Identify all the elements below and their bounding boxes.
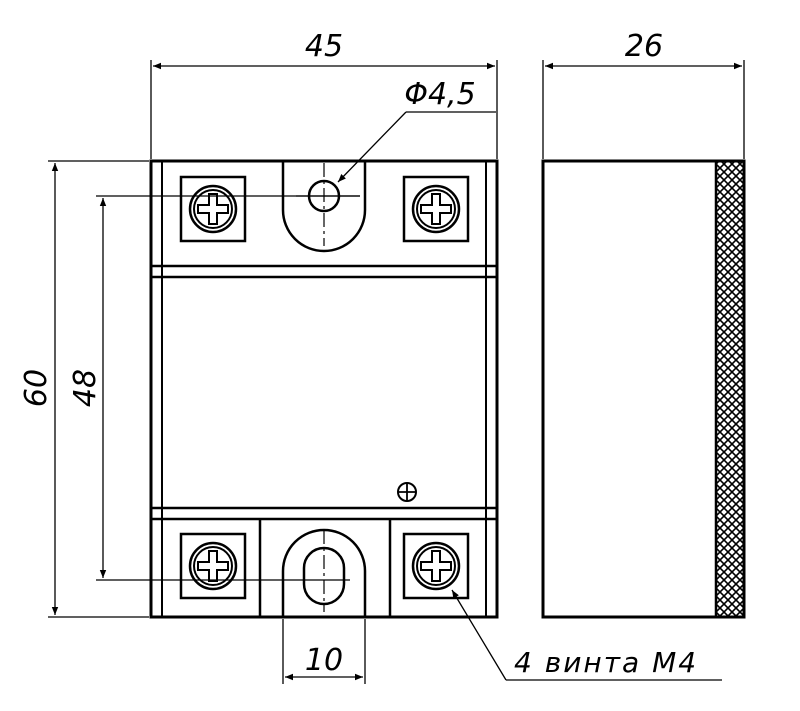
dim-width-label: 45 [305, 29, 343, 64]
dim-slot-label: 10 [305, 643, 343, 678]
screw-bottom-right [402, 532, 470, 600]
side-body-outline [541, 159, 746, 619]
screws-leader-arrow [451, 589, 507, 681]
dim-hole-diameter-label: Φ4,5 [404, 77, 475, 112]
screw-bottom-left [179, 532, 247, 600]
hole-leader-arrow [337, 111, 407, 183]
top-mounting-tab [281, 161, 367, 253]
dim-depth-label: 26 [625, 29, 663, 64]
dim-height-label: 60 [19, 369, 54, 407]
heatsink-plate [714, 159, 746, 619]
screw-top-right [402, 175, 470, 243]
center-lines [296, 163, 360, 612]
dim-spacing-label: 48 [68, 369, 103, 407]
dimension-lines [48, 60, 745, 684]
screws-callout-label: 4 винта М4 [514, 646, 698, 679]
screw-top-left [179, 175, 247, 243]
front-body-outline [149, 159, 499, 619]
side-view [541, 159, 746, 619]
terminal-screws [179, 175, 470, 600]
